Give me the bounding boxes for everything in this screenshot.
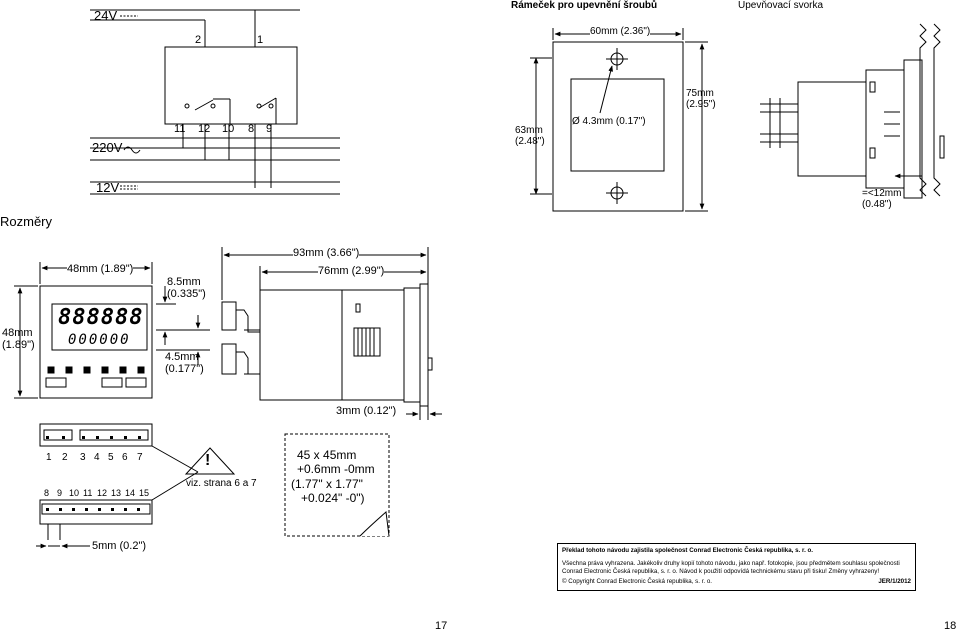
clamp-heading: Upevňovací svorka [738, 0, 824, 11]
frame-outer-height-label: 75mm (2.95") [686, 88, 716, 110]
front-gap-bottom-label: 4.5mm (0.177") [165, 351, 204, 375]
clamp-depth-label: =<12mm (0.48") [862, 188, 902, 210]
voltage-12v-label: 12V [96, 180, 120, 195]
terminal-bottom-11: 11 [83, 488, 93, 498]
terminal-top-1: 1 [46, 452, 52, 463]
cutout-line-4: +0.024" -0") [301, 491, 365, 505]
dimensions-heading: Rozměry [0, 214, 53, 229]
cutout-line-2: +0.6mm -0mm [297, 462, 375, 476]
page-number-left: 17 [435, 620, 448, 632]
terminal-bottom-14: 14 [125, 488, 136, 498]
terminal-top-6: 6 [122, 452, 128, 463]
total-depth-label: 93mm (3.66") [293, 247, 360, 259]
side-view-drawing [221, 247, 442, 420]
see-pages-note: viz. strana 6 a 7 [186, 478, 257, 489]
terminal-top-3: 3 [80, 452, 86, 463]
frame-height-label: 63mm (2.48") [515, 125, 545, 147]
mounting-clamp-drawing [760, 23, 945, 199]
terminal-bottom-13: 13 [111, 488, 122, 498]
terminal-8-label: 8 [248, 123, 255, 135]
front-view-buttons [45, 366, 147, 388]
terminal-top-2: 2 [62, 452, 68, 463]
wiring-diagram [90, 9, 340, 195]
terminal-12-label: 12 [198, 123, 211, 135]
front-height-label: 48mm (1.89") [2, 327, 35, 351]
frame-hole-label: Ø 4.3mm (0.17") [572, 116, 646, 127]
terminal-9-label: 9 [266, 123, 273, 135]
footer-rights-line: Všechna práva vyhrazena. Jakékoliv druhy… [562, 560, 900, 567]
footer-conrad-line: Conrad Electronic Česká republika, s. r.… [562, 568, 880, 575]
terminal-bottom-12: 12 [97, 488, 108, 498]
terminal-bottom-15: 15 [139, 488, 150, 498]
terminal-block-drawing [36, 423, 236, 549]
terminal-bottom-9: 9 [57, 488, 63, 498]
display-bottom-digits: 000000 [68, 332, 131, 348]
terminal-bottom-8: 8 [44, 488, 50, 498]
body-depth-label: 76mm (2.99") [318, 265, 385, 277]
frame-width-label: 60mm (2.36") [590, 26, 651, 37]
footer-doc-code: JER/1/2012 [878, 578, 911, 585]
terminal-pitch-label: 5mm (0.2") [92, 540, 147, 552]
terminal-top-4: 4 [94, 452, 100, 463]
terminal-pins [46, 436, 141, 511]
terminal-11-label: 11 [174, 123, 186, 135]
terminal-2-label: 2 [195, 34, 202, 46]
front-thickness-label: 3mm (0.12") [336, 405, 397, 417]
footer-translation-line: Překlad tohoto návodu zajistila společno… [562, 547, 814, 554]
cutout-line-1: 45 x 45mm [297, 448, 357, 462]
terminal-top-5: 5 [108, 452, 114, 463]
page-number-right: 18 [944, 620, 957, 632]
terminal-top-7: 7 [137, 452, 143, 463]
warning-icon: ! [205, 452, 211, 469]
front-width-label: 48mm (1.89") [67, 263, 134, 275]
footer-copyright-line: © Copyright Conrad Electronic Česká repu… [562, 578, 713, 585]
front-gap-top-label: 8.5mm (0.335") [167, 276, 206, 300]
frame-heading: Rámeček pro upevnění šroubů [511, 0, 658, 11]
mounting-frame-drawing [530, 28, 708, 212]
terminal-bottom-10: 10 [69, 488, 80, 498]
display-top-digits: 888888 [58, 305, 144, 330]
voltage-220v-label: 220V [92, 140, 123, 155]
terminal-1-label: 1 [257, 34, 264, 46]
cutout-line-3: (1.77" x 1.77" [291, 477, 363, 491]
copyright-box: Překlad tohoto návodu zajistila společno… [557, 543, 916, 591]
terminal-10-label: 10 [222, 123, 235, 135]
panel-cutout-drawing [284, 433, 390, 537]
voltage-24v-label: 24V [94, 8, 118, 23]
